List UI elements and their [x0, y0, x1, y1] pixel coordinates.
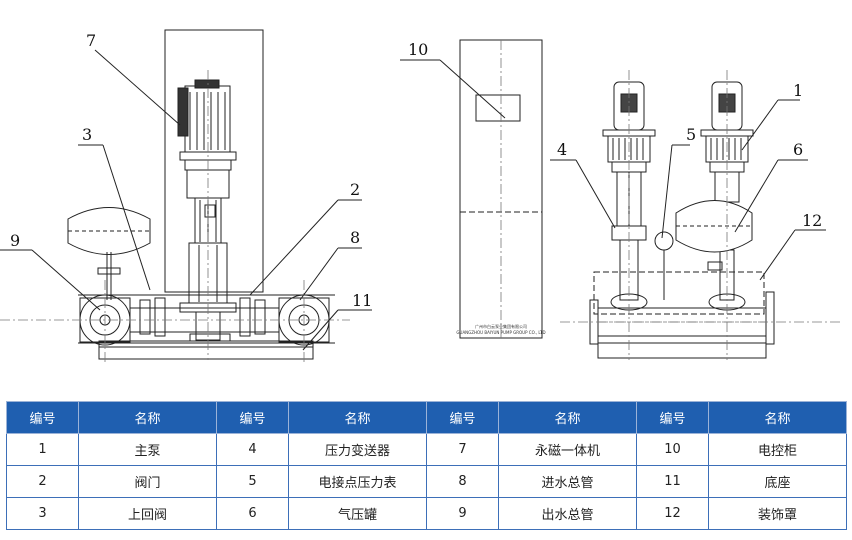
cabinet-plate-line2: GUANGZHOU BAIYUN PUMP GROUP CO., LTD	[456, 330, 545, 335]
callout-6: 6	[793, 140, 803, 159]
technical-drawing: 7 3 9 2 8 11 10 4 5 1 6 12 广州市白云泵业集团有限公司…	[0, 29, 840, 365]
pressure-tank-left	[67, 207, 151, 300]
header-name: 名称	[78, 401, 217, 434]
part-number: 12	[636, 497, 709, 530]
table-row: 3 上回阀 6 气压罐 9 出水总管 12 装饰罩	[6, 497, 847, 530]
header-name: 名称	[498, 401, 637, 434]
part-name: 气压罐	[288, 497, 427, 530]
part-name: 电控柜	[708, 433, 847, 466]
part-number: 11	[636, 465, 709, 498]
motor-left	[177, 79, 237, 171]
part-number: 4	[216, 433, 289, 466]
part-number: 10	[636, 433, 709, 466]
part-name: 阀门	[78, 465, 217, 498]
callout-5: 5	[686, 125, 696, 144]
callout-4: 4	[557, 140, 567, 159]
callout-12: 12	[802, 211, 822, 230]
callout-8: 8	[350, 228, 360, 247]
part-number: 7	[426, 433, 499, 466]
part-number: 3	[6, 497, 79, 530]
header-name: 名称	[708, 401, 847, 434]
callout-1: 1	[793, 81, 803, 100]
header-number: 编号	[636, 401, 709, 434]
part-number: 1	[6, 433, 79, 466]
part-name: 底座	[708, 465, 847, 498]
table-header-row: 编号 名称 编号 名称 编号 名称 编号 名称	[6, 401, 847, 434]
header-number: 编号	[6, 401, 79, 434]
right-view	[550, 70, 840, 360]
header-name: 名称	[288, 401, 427, 434]
callout-2: 2	[350, 180, 360, 199]
part-name: 出水总管	[498, 497, 637, 530]
part-number: 9	[426, 497, 499, 530]
header-number: 编号	[426, 401, 499, 434]
callout-7: 7	[86, 31, 96, 50]
callout-11: 11	[352, 291, 372, 310]
part-name: 永磁一体机	[498, 433, 637, 466]
table-row: 2 阀门 5 电接点压力表 8 进水总管 11 底座	[6, 465, 847, 498]
part-number: 5	[216, 465, 289, 498]
parts-table: 编号 名称 编号 名称 编号 名称 编号 名称 1 主泵 4 压力变送器 7 永…	[6, 401, 847, 530]
control-cabinet	[400, 39, 543, 339]
part-number: 6	[216, 497, 289, 530]
base-left	[98, 333, 314, 360]
callout-9: 9	[10, 231, 20, 250]
header-number: 编号	[216, 401, 289, 434]
left-view	[0, 29, 372, 365]
part-name: 进水总管	[498, 465, 637, 498]
table-row: 1 主泵 4 压力变送器 7 永磁一体机 10 电控柜	[6, 433, 847, 466]
part-name: 上回阀	[78, 497, 217, 530]
part-number: 2	[6, 465, 79, 498]
part-number: 8	[426, 465, 499, 498]
callout-10: 10	[408, 40, 428, 59]
pump-unit-a	[602, 81, 674, 311]
part-name: 装饰罩	[708, 497, 847, 530]
cabinet-plate-line1: 广州市白云泵业集团有限公司	[475, 323, 527, 329]
callout-3: 3	[82, 125, 92, 144]
part-name: 电接点压力表	[288, 465, 427, 498]
part-name: 主泵	[78, 433, 217, 466]
part-name: 压力变送器	[288, 433, 427, 466]
pressure-tank-right	[675, 200, 753, 271]
